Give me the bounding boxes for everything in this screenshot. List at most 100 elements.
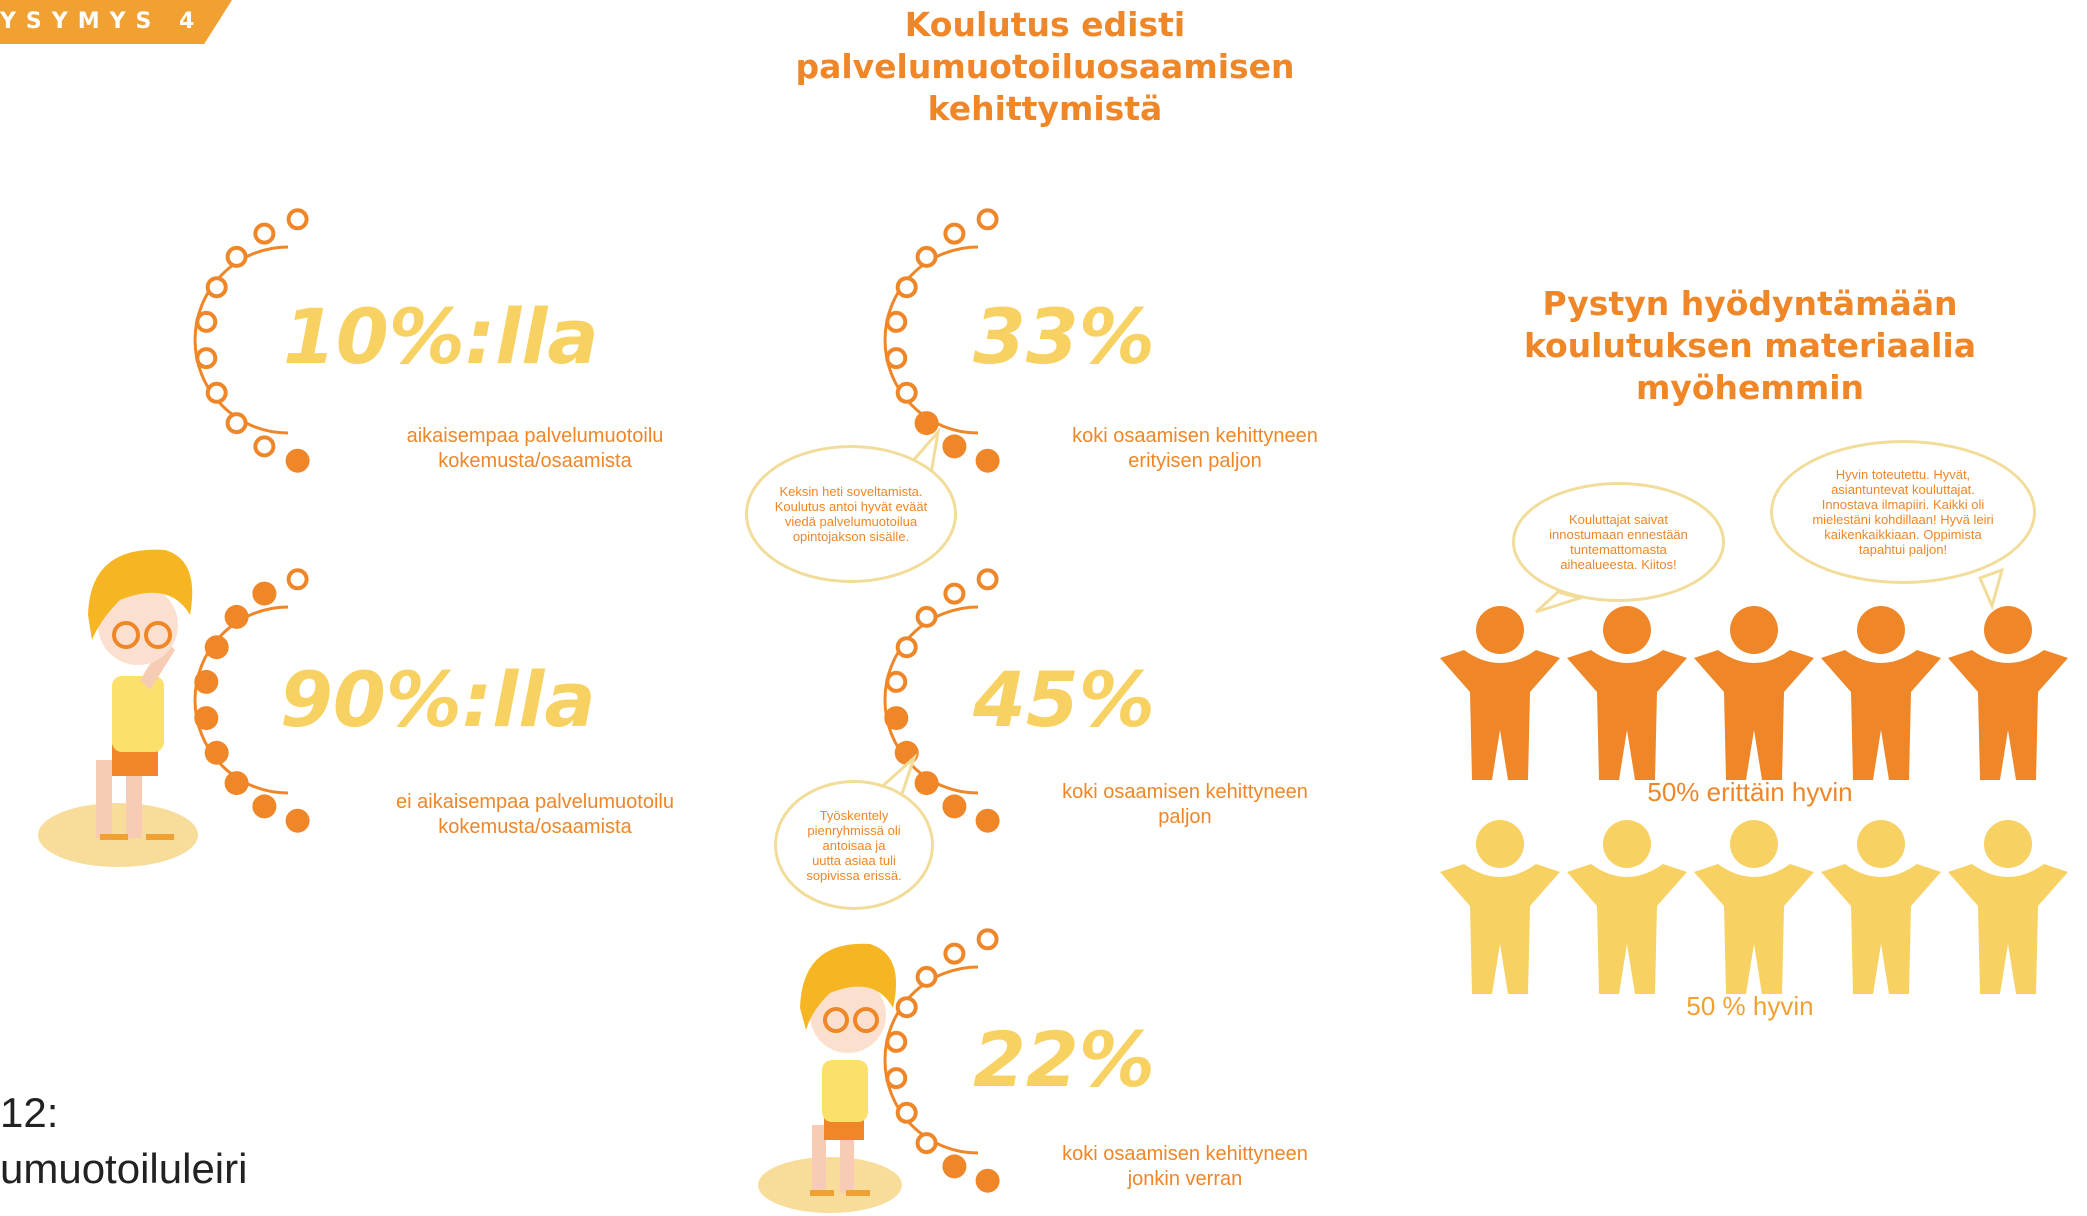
- arc-line: [883, 965, 979, 1155]
- quote-4-line-6: tapahtui paljon!: [1858, 542, 1948, 557]
- main-title-line-1: Koulutus edisti: [904, 5, 1186, 44]
- character-smiling-illustration: [758, 943, 902, 1213]
- stat-left-1-description: aikaisempaa palvelumuotoilu kokemusta/os…: [370, 424, 700, 474]
- right-title-line-1: Pystyn hyödyntämään: [1542, 284, 1958, 323]
- arc-dot-filled: [252, 794, 277, 819]
- stat-arc-middle-3: [883, 928, 1000, 1193]
- arc-dot-filled: [285, 448, 310, 473]
- arc-line: [193, 245, 289, 435]
- quote-4-line-3: Innostava ilmapiiri. Kaikki oli: [1821, 497, 1985, 512]
- person-icon: [1821, 606, 1941, 780]
- quote-2-line-1: Työskentely: [819, 807, 889, 823]
- quote-1-line-4: opintojakson sisälle.: [792, 529, 910, 544]
- arc-line: [883, 605, 979, 795]
- person-icon: [1694, 820, 1814, 994]
- arc-dot-filled: [252, 581, 277, 606]
- arc-dot-empty: [205, 276, 228, 299]
- arc-dot-empty: [895, 996, 918, 1019]
- arc-dot-empty: [976, 208, 999, 231]
- arc-dot-empty: [195, 310, 218, 333]
- arc-dot-filled: [942, 434, 967, 459]
- right-panel-title: Pystyn hyödyntämään koulutuksen materiaa…: [1450, 283, 2050, 409]
- main-title-line-2: palvelumuotoiluosaamisen: [795, 47, 1295, 86]
- people-icons: [1440, 606, 2068, 994]
- quote-4-line-1: Hyvin toteutettu. Hyvät,: [1835, 467, 1971, 482]
- arc-dot-empty: [895, 381, 918, 404]
- arc-dot-empty: [195, 347, 218, 370]
- person-icon: [1567, 820, 1687, 994]
- stat-middle-2-description: koki osaamisen kehittyneen paljon: [1040, 780, 1330, 830]
- arc-dot-filled: [975, 448, 1000, 473]
- figure-caption: 12: umuotoiluleiri: [0, 1085, 247, 1197]
- stat-middle-3-description: koki osaamisen kehittyneen jonkin verran: [1040, 1142, 1330, 1192]
- quote-2-line-4: uutta asiaa tuli: [812, 852, 896, 868]
- arc-dot-empty: [895, 1101, 918, 1124]
- arc-dot-empty: [943, 942, 966, 965]
- arc-dot-filled: [224, 771, 249, 796]
- arc-dot-empty: [895, 636, 918, 659]
- main-title-line-3: kehittymistä: [927, 89, 1163, 128]
- stat-left-2-description: ei aikaisempaa palvelumuotoilu kokemusta…: [360, 790, 710, 840]
- stat-middle-3-value: 22%: [973, 1015, 1155, 1104]
- arc-dot-filled: [942, 794, 967, 819]
- arc-dot-filled: [975, 808, 1000, 833]
- arc-dot-empty: [915, 1132, 938, 1155]
- figure-caption-line-2: umuotoiluleiri: [0, 1145, 248, 1192]
- person-icon: [1821, 820, 1941, 994]
- arc-dot-empty: [915, 245, 938, 268]
- arc-dot-filled: [894, 740, 919, 765]
- quote-bubble-2: Työskentely pienryhmissä oli antoisaa ja…: [774, 780, 934, 910]
- arc-dot-filled: [194, 669, 219, 694]
- quote-2-line-2: pienryhmissä oli: [807, 822, 901, 838]
- arc-line: [883, 245, 979, 435]
- arc-dot-filled: [194, 706, 219, 731]
- arc-dot-filled: [914, 771, 939, 796]
- arc-dot-empty: [943, 582, 966, 605]
- row-2-label: 50 % hyvin: [1686, 991, 1814, 1021]
- arc-dot-filled: [884, 706, 909, 731]
- arc-dot-empty: [286, 568, 309, 591]
- quote-3-line-4: aihealueesta. Kiitos!: [1560, 557, 1677, 572]
- arc-dot-empty: [885, 670, 908, 693]
- quote-3-line-1: Kouluttajat saivat: [1568, 512, 1668, 527]
- arc-dot-empty: [915, 605, 938, 628]
- right-title-line-2: koulutuksen materiaalia: [1523, 326, 1977, 365]
- bubble-tail: [1977, 567, 2005, 611]
- arc-dot-filled: [204, 740, 229, 765]
- section-tag-label: YSYMYS 4: [0, 9, 200, 34]
- stat-arc-left-2: [193, 568, 310, 833]
- quote-bubble-4: Hyvin toteutettu. Hyvät, asiantuntevat k…: [1770, 440, 2036, 584]
- quote-4-line-4: mielestäni kohdillaan! Hyvä leiri: [1812, 512, 1994, 527]
- quote-1-line-3: viedä palvelumuotoilua: [784, 514, 918, 529]
- figure-caption-line-1: 12:: [0, 1089, 59, 1136]
- stat-left-1-value: 10%:lla: [283, 292, 599, 381]
- arc-dot-empty: [976, 568, 999, 591]
- arc-dot-empty: [225, 412, 248, 435]
- person-icon: [1948, 606, 2068, 780]
- quote-bubble-1: Keksin heti soveltamista. Koulutus antoi…: [745, 445, 957, 583]
- arc-dot-filled: [285, 808, 310, 833]
- stat-middle-2-value: 45%: [973, 655, 1155, 744]
- arc-dot-empty: [286, 208, 309, 231]
- stat-middle-2-desc-line-2: paljon: [1158, 806, 1212, 828]
- arc-dot-empty: [885, 347, 908, 370]
- person-icon: [1567, 606, 1687, 780]
- arc-dot-empty: [915, 965, 938, 988]
- main-title: Koulutus edisti palvelumuotoiluosaamisen…: [745, 4, 1345, 130]
- quote-1-line-1: Keksin heti soveltamista.: [779, 484, 923, 499]
- quote-3-line-2: innostumaan ennestään: [1549, 527, 1688, 542]
- quote-2-line-5: sopivissa erissä.: [806, 867, 902, 883]
- quote-1-line-2: Koulutus antoi hyvät eväät: [774, 499, 928, 514]
- arc-dot-empty: [895, 276, 918, 299]
- stat-arc-middle-2: [883, 568, 1000, 833]
- arc-dot-empty: [253, 222, 276, 245]
- stat-middle-1-desc-line-2: erityisen paljon: [1128, 450, 1262, 472]
- stat-left-1-desc-line-1: aikaisempaa palvelumuotoilu: [406, 425, 664, 447]
- quote-3-line-3: tuntemattomasta: [1570, 542, 1667, 557]
- arc-line: [193, 605, 289, 795]
- section-tag: [0, 0, 232, 44]
- arc-dot-empty: [976, 928, 999, 951]
- stat-middle-2-desc-line-1: koki osaamisen kehittyneen: [1062, 781, 1308, 803]
- stat-left-2-value: 90%:lla: [280, 655, 596, 744]
- arc-dot-empty: [205, 381, 228, 404]
